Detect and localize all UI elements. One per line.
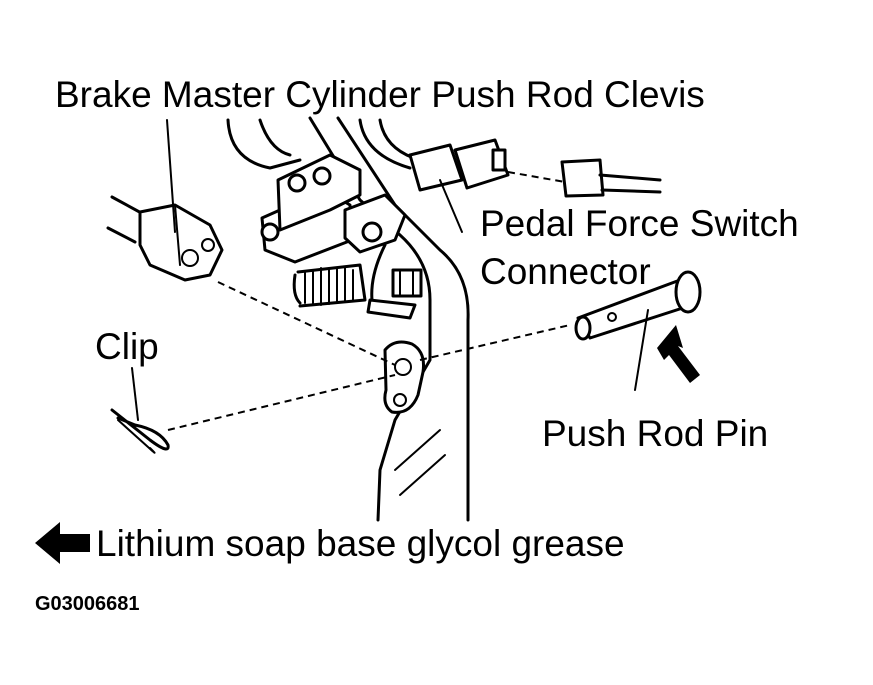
return-spring xyxy=(292,263,367,308)
push-rod-pin-label: Push Rod Pin xyxy=(542,413,769,454)
pedal-force-switch-label: Pedal Force Switch xyxy=(480,203,799,244)
lower-hole xyxy=(393,393,407,407)
switch-wiring xyxy=(226,118,422,170)
grease-legend-label: Lithium soap base glycol grease xyxy=(96,523,625,564)
pin-hole xyxy=(394,358,412,376)
clip-part xyxy=(110,408,170,454)
clip-label: Clip xyxy=(95,326,159,367)
pedal-force-switch-body xyxy=(260,153,423,320)
push-rod-pin-part xyxy=(574,270,702,341)
alignment-lines xyxy=(167,281,571,431)
arrow-up-left-icon xyxy=(657,325,700,383)
arrow-left-icon xyxy=(35,522,90,564)
clevis-label: Brake Master Cylinder Push Rod Clevis xyxy=(55,74,705,115)
figure-code: G03006681 xyxy=(35,593,140,615)
leader-lines xyxy=(131,119,649,421)
push-rod-clevis xyxy=(106,195,224,282)
pedal-clevis-mount xyxy=(383,340,425,414)
pedal-force-switch-connector xyxy=(408,138,662,198)
pedal-force-switch-label-line2: Connector xyxy=(480,251,651,292)
